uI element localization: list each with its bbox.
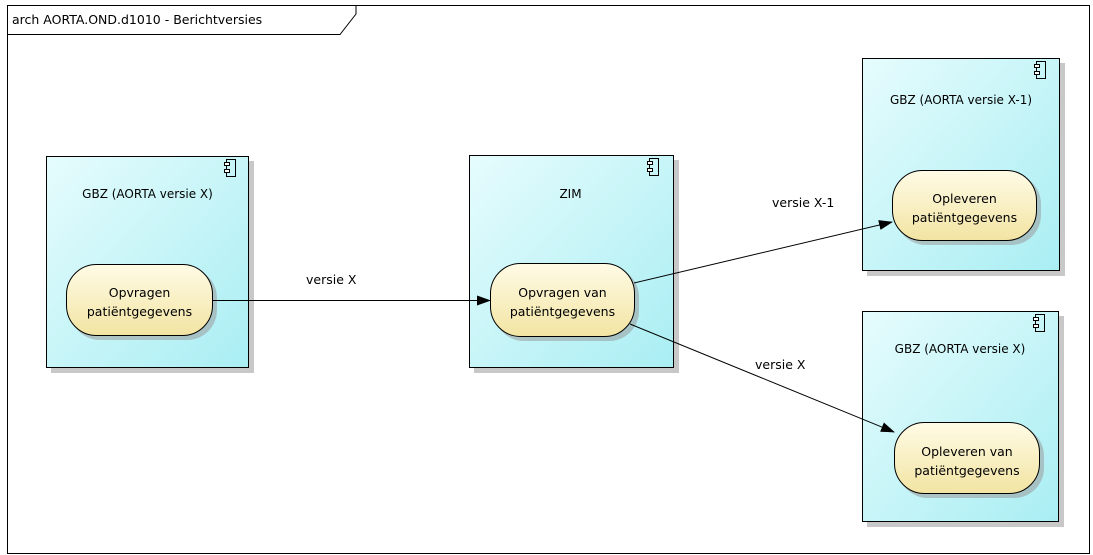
flow-label: versie X-1 [772, 195, 834, 210]
flow-arrow [633, 220, 893, 284]
activity-label-line1: Opvragen [109, 285, 171, 300]
activity-label-line2: patiëntgegevens [87, 304, 192, 319]
flow-label: versie X [306, 272, 357, 287]
activity-label-line2: patiëntgegevens [912, 210, 1017, 225]
flow-left-to-zim[interactable]: versie X [212, 272, 491, 306]
frame-title: arch AORTA.OND.d1010 - Berichtversies [12, 12, 262, 27]
component-title: GBZ (AORTA versie X) [895, 342, 1026, 356]
activity-shape [66, 264, 213, 336]
activity-opvragen-van[interactable]: Opvragen van patiëntgegevens [490, 263, 640, 342]
activity-shape [490, 263, 635, 337]
activity-label-line1: Opvragen van [518, 285, 606, 300]
activity-shape [894, 422, 1040, 494]
activity-label-line2: patiëntgegevens [914, 463, 1019, 478]
frame-title-tab [7, 5, 357, 35]
activity-opleveren[interactable]: Opleveren patiëntgegevens [892, 170, 1042, 246]
component-gbz-left[interactable]: GBZ (AORTA versie X) Opvragen patiëntgeg… [46, 156, 255, 374]
component-title: ZIM [559, 187, 581, 201]
activity-shape [892, 170, 1037, 241]
flow-zim-to-bottom-right[interactable]: versie X [629, 323, 895, 433]
component-gbz-bottom-right[interactable]: GBZ (AORTA versie X) Opleveren van patië… [862, 311, 1065, 528]
activity-opvragen[interactable]: Opvragen patiëntgegevens [66, 264, 218, 341]
component-gbz-top-right[interactable]: GBZ (AORTA versie X-1) Opleveren patiënt… [862, 58, 1066, 277]
activity-label-line1: Opleveren [932, 191, 997, 206]
flow-zim-to-top-right[interactable]: versie X-1 [633, 195, 893, 284]
activity-label-line1: Opleveren van [921, 444, 1012, 459]
component-icon [647, 158, 659, 176]
activity-label-line2: patiëntgegevens [510, 304, 615, 319]
component-title: GBZ (AORTA versie X-1) [890, 93, 1032, 107]
component-title: GBZ (AORTA versie X) [82, 187, 213, 201]
component-zim[interactable]: ZIM Opvragen van patiëntgegevens [469, 155, 680, 374]
component-icon [1033, 314, 1045, 332]
flow-arrow [629, 323, 895, 433]
flow-label: versie X [755, 357, 806, 372]
component-icon [1034, 61, 1046, 79]
component-icon [224, 159, 236, 177]
activity-opleveren-van[interactable]: Opleveren van patiëntgegevens [894, 422, 1045, 499]
